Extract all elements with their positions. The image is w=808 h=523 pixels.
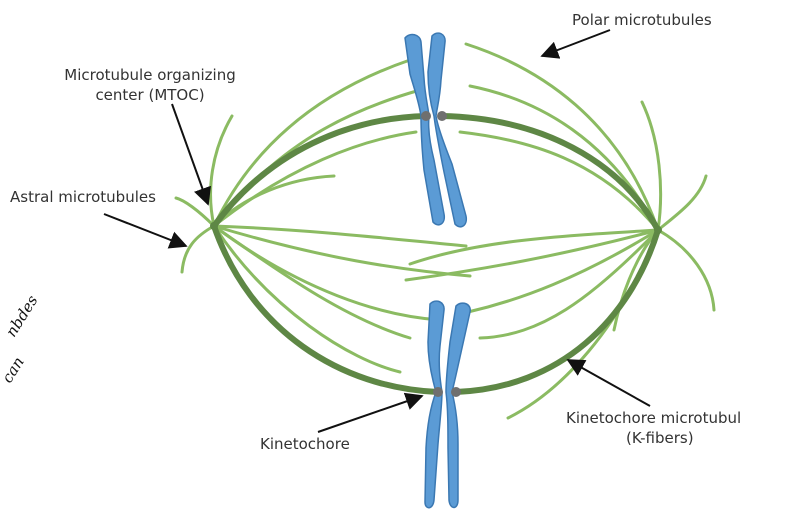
chromosome-upper (404, 32, 468, 228)
kfiber-arrow (566, 359, 651, 407)
label-kinetochore: Kinetochore (260, 435, 350, 453)
mtoc-left (210, 222, 218, 230)
spindle-poles (210, 222, 662, 234)
kinetochore-lower-left (433, 387, 443, 397)
chromosome-lower (424, 300, 471, 509)
label-mtoc-line1: Microtubule organizing (64, 66, 236, 84)
handwriting-line2: can (0, 354, 28, 386)
label-polar-microtubules: Polar microtubules (572, 11, 712, 29)
kinetochores (421, 111, 461, 397)
astral-arrow (103, 213, 188, 249)
label-mtoc-line2: center (MTOC) (95, 86, 204, 104)
mtoc-arrow (171, 103, 211, 206)
kinetochore-lower-right (451, 387, 461, 397)
kinetochore-upper-left (421, 111, 431, 121)
polar-arrow (540, 29, 611, 59)
kinetochore-microtubules (211, 113, 661, 395)
kinetochore-arrow (317, 392, 424, 433)
astral-microtubules-left (174, 114, 336, 274)
label-astral-microtubules: Astral microtubules (10, 188, 156, 206)
label-kfiber-line2: (K-fibers) (626, 429, 694, 447)
handwritten-note: nbdes can (0, 292, 42, 386)
handwriting-line1: nbdes (2, 292, 42, 340)
kinetochore-upper-right (437, 111, 447, 121)
label-kfiber-line1: Kinetochore microtubul (566, 409, 741, 427)
mtoc-right (654, 226, 662, 234)
label-arrows (103, 29, 651, 433)
